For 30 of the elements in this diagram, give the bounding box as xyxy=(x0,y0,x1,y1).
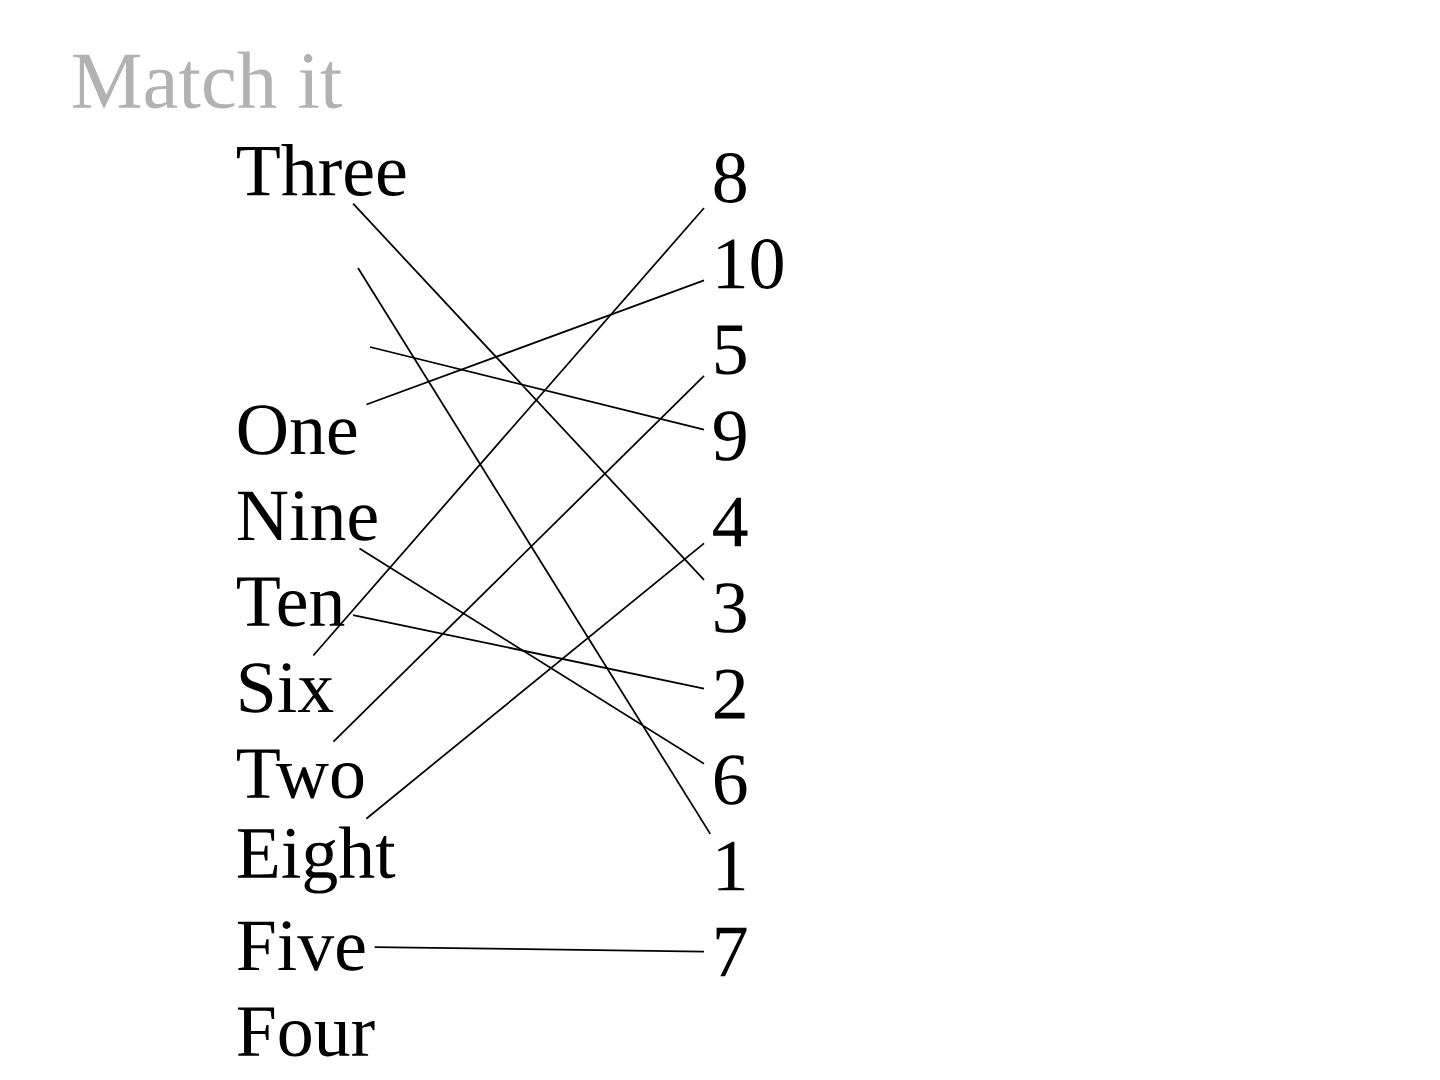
matching-line xyxy=(369,346,705,431)
matching-line xyxy=(352,202,705,581)
word-label: Ten xyxy=(237,577,345,627)
matching-line xyxy=(365,542,705,820)
matching-line xyxy=(373,946,705,953)
word-label: 8 xyxy=(714,153,746,203)
word-label: 4 xyxy=(713,497,748,547)
word-label: 6 xyxy=(714,755,747,805)
word-label: Three xyxy=(237,144,406,196)
word-label: 2 xyxy=(715,669,745,719)
word-label: Two xyxy=(237,749,364,799)
word-label: 1 xyxy=(718,841,745,891)
matching-line xyxy=(357,267,712,835)
word-label: 3 xyxy=(715,583,746,633)
word-label: Six xyxy=(240,663,334,713)
word-label: 10 xyxy=(718,239,783,289)
matching-line xyxy=(332,374,705,743)
word-label: Four xyxy=(237,1007,375,1057)
matching-line xyxy=(365,279,705,406)
matching-line xyxy=(312,207,705,657)
word-label: Eight xyxy=(237,826,396,894)
word-label: Nine xyxy=(237,491,377,541)
matching-line xyxy=(352,614,705,690)
title: Match it xyxy=(73,51,342,109)
word-label: 9 xyxy=(714,411,746,461)
word-label: 5 xyxy=(716,325,746,375)
word-label: Five xyxy=(237,921,365,971)
matching-line xyxy=(358,547,705,765)
word-label: 7 xyxy=(716,927,747,977)
word-label: One xyxy=(238,405,357,455)
